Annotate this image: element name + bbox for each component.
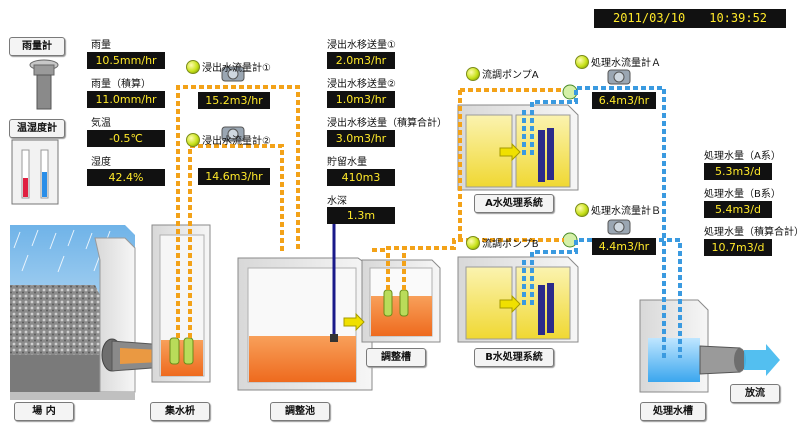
thermo-hygrometer-device bbox=[11, 139, 59, 205]
rain-total-value: 11.0mm/hr bbox=[87, 91, 165, 108]
depth-value: 1.3m bbox=[327, 207, 395, 224]
facility-treated-tank-tag: 処理水槽 bbox=[640, 402, 706, 421]
pump-a-status-icon bbox=[466, 67, 480, 81]
facility-regulating-pond-tag: 調整池 bbox=[270, 402, 330, 421]
flow-meter-1-status-icon bbox=[186, 60, 200, 74]
system-b-graphic bbox=[457, 232, 579, 343]
temperature-value: -0.5℃ bbox=[87, 130, 165, 147]
treated-flow-b-status-icon bbox=[575, 203, 589, 217]
pump-b-label: 流調ポンプB bbox=[482, 239, 539, 250]
facility-system-b-tag: B水処理系統 bbox=[474, 348, 554, 367]
treated-flow-a-value: 6.4m3/hr bbox=[592, 92, 656, 109]
transfer-1-label: 浸出水移送量① bbox=[327, 40, 396, 51]
flow-meter-2-status-icon bbox=[186, 133, 200, 147]
facility-discharge-tag: 放流 bbox=[730, 384, 780, 403]
flow-meter-1-value: 15.2m3/hr bbox=[198, 92, 270, 109]
humidity-value: 42.4% bbox=[87, 169, 165, 186]
facility-collection-pit-tag: 集水枡 bbox=[150, 402, 210, 421]
treated-volume-b-label: 処理水量（B系） bbox=[704, 189, 781, 200]
rain-gauge-title: 雨量計 bbox=[9, 37, 65, 56]
storage-value: 410m3 bbox=[327, 169, 395, 186]
transfer-2-value: 1.0m3/hr bbox=[327, 91, 395, 108]
flow-meter-devices bbox=[221, 66, 631, 235]
storage-label: 貯留水量 bbox=[327, 157, 367, 168]
facility-system-a-tag: A水処理系統 bbox=[474, 194, 554, 213]
rain-value: 10.5mm/hr bbox=[87, 52, 165, 69]
flow-meter-2-value: 14.6m3/hr bbox=[198, 168, 270, 185]
treated-flow-b-value: 4.4m3/hr bbox=[592, 238, 656, 255]
depth-label: 水深 bbox=[327, 196, 347, 207]
treated-volume-b-value: 5.4m3/d bbox=[704, 201, 772, 218]
datetime-display: 2011/03/10 10:39:52 bbox=[594, 9, 786, 28]
landfill-site-graphic bbox=[10, 225, 166, 400]
facility-site-tag: 場 内 bbox=[14, 402, 74, 421]
humidity-label: 湿度 bbox=[91, 157, 111, 168]
hygrometer-title: 温湿度計 bbox=[9, 119, 65, 138]
flow-meter-2-label: 浸出水流量計② bbox=[202, 136, 271, 147]
treated-volume-a-label: 処理水量（A系） bbox=[704, 151, 781, 162]
regulating-pond-graphic bbox=[237, 220, 373, 391]
treated-pipes bbox=[522, 86, 682, 358]
transfer-2-label: 浸出水移送量② bbox=[327, 79, 396, 90]
collection-pit-graphic bbox=[151, 224, 211, 383]
facility-regulating-tank-tag: 調整槽 bbox=[366, 348, 426, 367]
treated-tank-graphic bbox=[639, 299, 780, 393]
transfer-total-label: 浸出水移送量（積算合計） bbox=[327, 118, 447, 129]
treated-flow-a-label: 処理水流量計Ａ bbox=[591, 58, 661, 69]
treated-volume-total-label: 処理水量（積算合計） bbox=[704, 227, 800, 238]
pump-b-status-icon bbox=[466, 236, 480, 250]
flow-meter-1-label: 浸出水流量計① bbox=[202, 63, 271, 74]
leachate-pipes bbox=[176, 85, 564, 338]
rain-total-label: 雨量（積算） bbox=[91, 79, 151, 90]
treated-flow-a-status-icon bbox=[575, 55, 589, 69]
treated-volume-a-value: 5.3m3/d bbox=[704, 163, 772, 180]
rain-label: 雨量 bbox=[91, 40, 111, 51]
treated-volume-total-value: 10.7m3/d bbox=[704, 239, 772, 256]
treated-flow-b-label: 処理水流量計Ｂ bbox=[591, 206, 661, 217]
temperature-label: 気温 bbox=[91, 118, 111, 129]
transfer-total-value: 3.0m3/hr bbox=[327, 130, 395, 147]
rain-gauge-device bbox=[29, 59, 59, 110]
pump-a-label: 流調ポンプA bbox=[482, 70, 539, 81]
transfer-1-value: 2.0m3/hr bbox=[327, 52, 395, 69]
regulating-tank-graphic bbox=[343, 259, 441, 343]
